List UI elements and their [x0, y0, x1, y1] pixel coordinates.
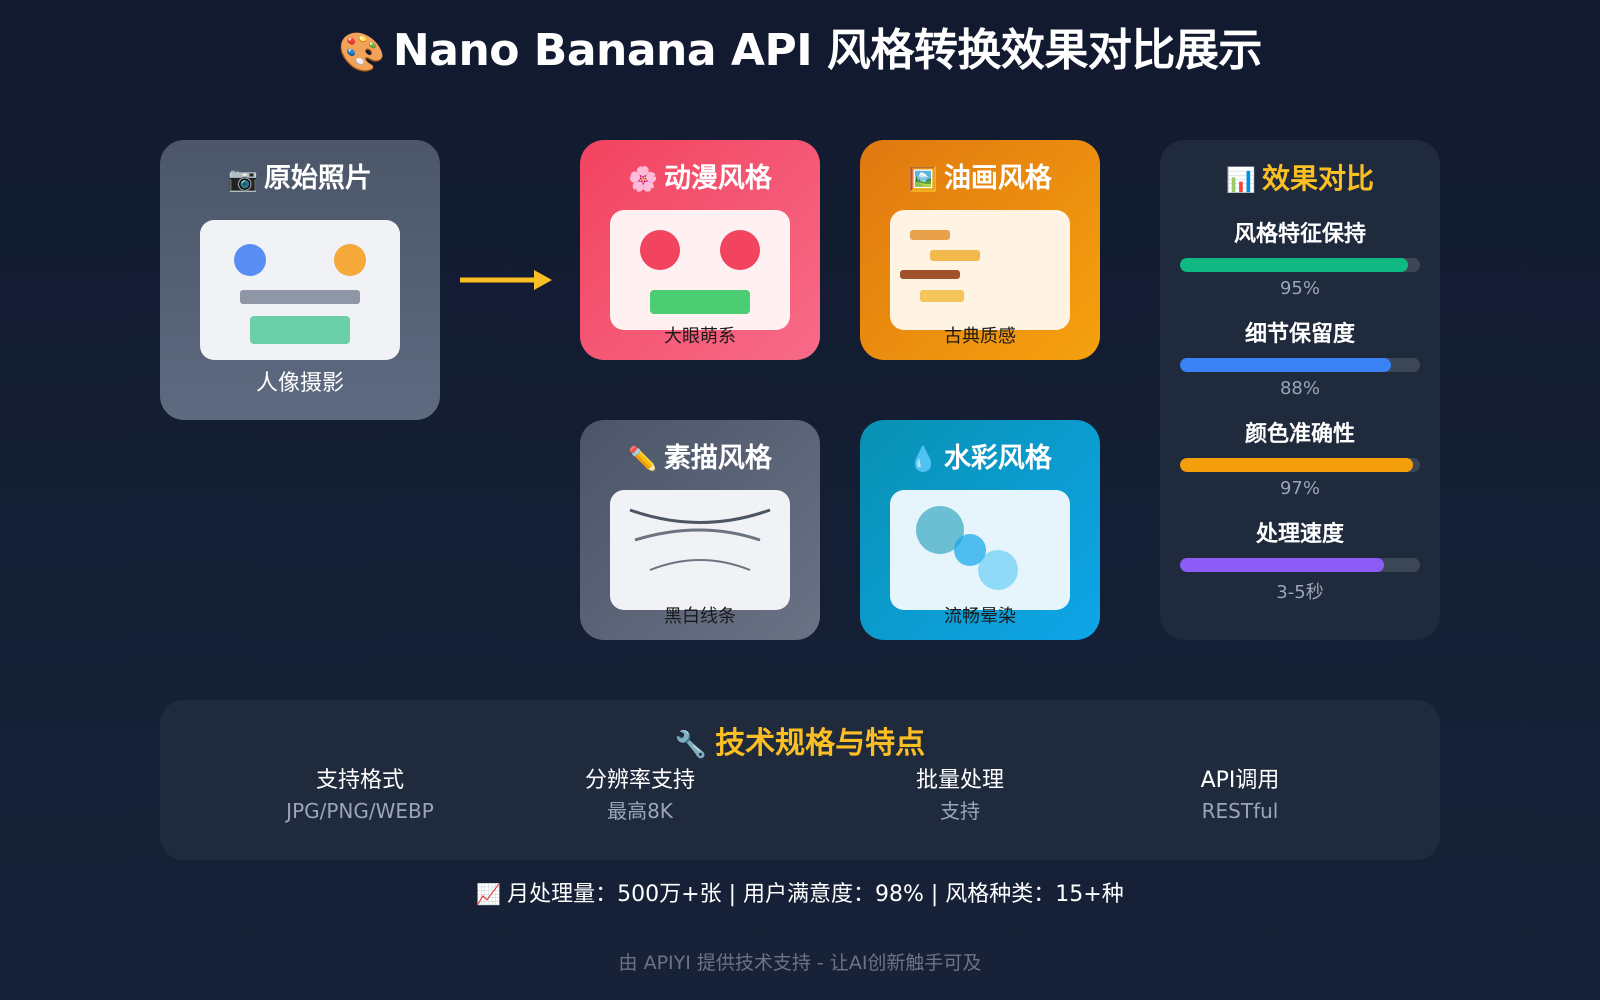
oil-style-caption: 古典质感: [944, 326, 1016, 347]
original-photo-title-text: 原始照片: [263, 163, 372, 194]
oil-style-card: 🖼️油画风格 古典质感: [860, 140, 1100, 360]
arrow-right-icon: [460, 270, 552, 290]
metric-value: 95%: [1279, 278, 1320, 299]
metric-label: 细节保留度: [1244, 322, 1355, 347]
anime-style-caption: 大眼萌系: [664, 326, 736, 347]
spec-label: 支持格式: [315, 768, 404, 793]
spec-label: 分辨率支持: [584, 768, 695, 793]
spec-value: 最高8K: [607, 799, 673, 823]
bar-chart-icon: 📊: [1226, 166, 1256, 194]
metric-progress-track: [1180, 558, 1420, 572]
spec-value: RESTful: [1201, 799, 1279, 823]
metrics-panel: 📊效果对比 风格特征保持 95% 细节保留度 88% 颜色准确性 97% 处理速…: [1160, 140, 1440, 640]
mouth-shape: [250, 316, 350, 344]
cherry-blossom-icon: 🌸: [628, 165, 658, 193]
page-title: 🎨Nano Banana API 风格转换效果对比展示: [0, 14, 1600, 78]
brush-stroke-1: [910, 230, 950, 240]
oil-style-preview: [890, 210, 1070, 330]
metric-style-retention: 风格特征保持 95%: [1160, 216, 1440, 299]
anime-style-preview: [610, 210, 790, 330]
metric-progress-fill: [1180, 258, 1408, 272]
anime-left-eye-shape: [640, 230, 680, 270]
metric-progress-track: [1180, 258, 1420, 272]
water-blob-3: [978, 550, 1018, 590]
tech-specs-panel: 🔧技术规格与特点 支持格式 JPG/PNG/WEBP 分辨率支持 最高8K 批量…: [160, 700, 1440, 860]
spec-value: 支持: [940, 799, 980, 823]
metric-value: 3-5秒: [1276, 582, 1324, 603]
sketch-style-preview: [610, 490, 790, 610]
stats-line: 📈月处理量：500万+张 | 用户满意度：98% | 风格种类：15+种: [0, 876, 1600, 908]
original-photo-preview: [200, 220, 400, 360]
camera-icon: 📷: [228, 165, 258, 193]
metrics-title: 📊效果对比: [1160, 162, 1440, 197]
watercolor-style-title: 💧水彩风格: [860, 442, 1100, 476]
oil-style-title-text: 油画风格: [943, 163, 1052, 194]
metric-value: 88%: [1279, 378, 1320, 399]
sketch-style-title: ✏️素描风格: [580, 442, 820, 476]
metric-label: 风格特征保持: [1233, 222, 1366, 247]
anime-style-card: 🌸动漫风格 大眼萌系: [580, 140, 820, 360]
oil-style-title: 🖼️油画风格: [860, 162, 1100, 196]
spec-label: 批量处理: [915, 768, 1004, 793]
watercolor-style-caption: 流畅晕染: [944, 606, 1016, 627]
spec-batch: 批量处理 支持: [840, 766, 1080, 826]
spec-value: JPG/PNG/WEBP: [286, 799, 434, 823]
metric-label: 颜色准确性: [1244, 422, 1355, 447]
anime-style-title-text: 动漫风格: [663, 163, 772, 194]
sketch-style-card: ✏️素描风格 黑白线条: [580, 420, 820, 640]
left-eye-shape: [234, 244, 266, 276]
metric-progress-fill: [1180, 358, 1392, 372]
spec-formats: 支持格式 JPG/PNG/WEBP: [240, 766, 480, 826]
original-photo-title: 📷原始照片: [160, 162, 440, 196]
wrench-icon: 🔧: [674, 730, 708, 760]
metrics-title-text: 效果对比: [1261, 162, 1374, 195]
page-title-text: Nano Banana API 风格转换效果对比展示: [392, 25, 1262, 76]
spec-resolution: 分辨率支持 最高8K: [520, 766, 760, 826]
spec-label: API调用: [1200, 768, 1280, 793]
footer-credit: 由 APIYI 提供技术支持 - 让AI创新触手可及: [618, 952, 982, 974]
trending-up-icon: 📈: [476, 882, 502, 906]
framed-picture-icon: 🖼️: [908, 165, 938, 193]
palette-icon: 🎨: [338, 30, 385, 74]
metric-progress-track: [1180, 458, 1420, 472]
stats-text: 月处理量：500万+张 | 用户满意度：98% | 风格种类：15+种: [507, 882, 1124, 907]
anime-right-eye-shape: [720, 230, 760, 270]
metric-label: 处理速度: [1255, 522, 1344, 547]
metric-progress-track: [1180, 358, 1420, 372]
pencil-icon: ✏️: [628, 445, 658, 473]
sketch-style-title-text: 素描风格: [663, 443, 772, 474]
right-eye-shape: [334, 244, 366, 276]
brush-stroke-2: [930, 250, 980, 261]
metric-color-accuracy: 颜色准确性 97%: [1160, 416, 1440, 499]
spec-api: API调用 RESTful: [1120, 766, 1360, 826]
metric-value: 97%: [1279, 478, 1320, 499]
anime-mouth-shape: [650, 290, 750, 314]
tech-specs-title: 🔧技术规格与特点: [160, 718, 1440, 762]
anime-style-title: 🌸动漫风格: [580, 162, 820, 196]
original-photo-card: 📷原始照片 人像摄影: [160, 140, 440, 420]
droplet-icon: 💧: [908, 445, 938, 473]
nose-bar-shape: [240, 290, 360, 304]
sketch-lines-shape: [629, 508, 771, 571]
tech-specs-title-text: 技术规格与特点: [715, 726, 926, 761]
sketch-style-caption: 黑白线条: [664, 606, 736, 627]
watercolor-style-card: 💧水彩风格 流畅晕染: [860, 420, 1100, 640]
watercolor-style-title-text: 水彩风格: [943, 443, 1052, 474]
brush-stroke-3: [900, 270, 960, 279]
brush-stroke-4: [920, 290, 964, 302]
watercolor-style-preview: [890, 490, 1070, 610]
metric-detail-retention: 细节保留度 88%: [1160, 316, 1440, 399]
metric-progress-fill: [1180, 558, 1384, 572]
original-photo-caption: 人像摄影: [255, 371, 344, 396]
metric-processing-speed: 处理速度 3-5秒: [1160, 516, 1440, 603]
metric-progress-fill: [1180, 458, 1413, 472]
